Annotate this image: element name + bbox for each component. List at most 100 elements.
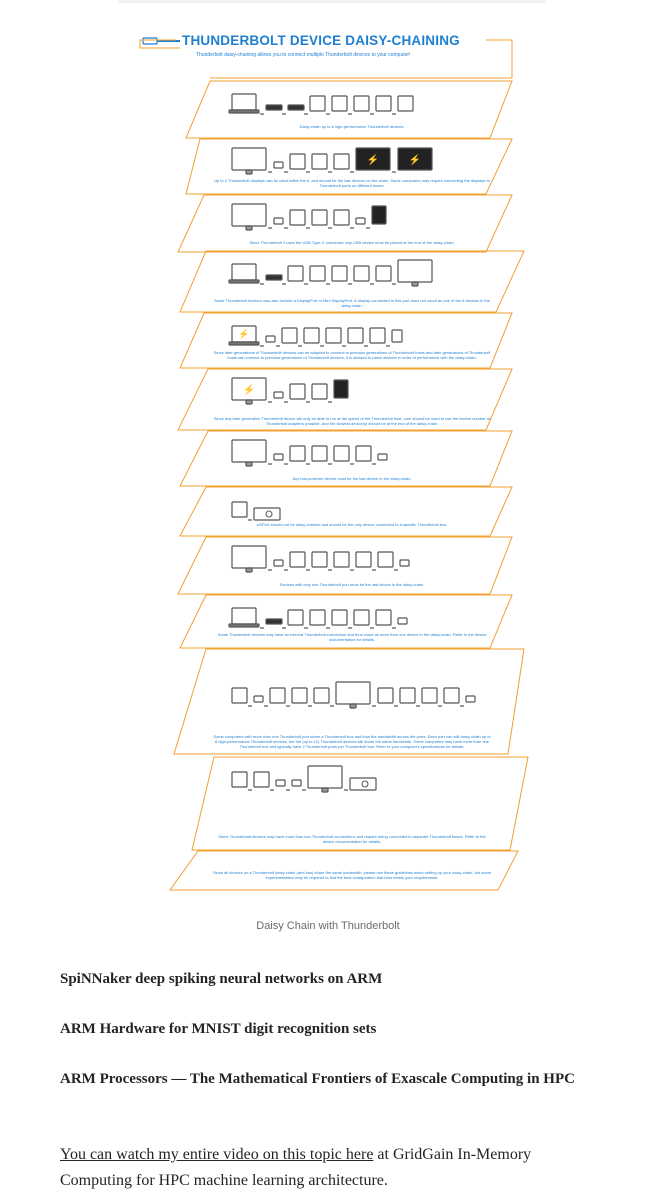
panel-caption: Since any later generation Thunderbolt d… bbox=[213, 416, 491, 426]
panel-caption: Since later generations of Thunderbolt d… bbox=[213, 350, 491, 360]
hub-device-icon bbox=[287, 104, 305, 111]
infographic-subtitle: Thunderbolt daisy-chaining allows you to… bbox=[196, 52, 411, 58]
panel-outline bbox=[179, 594, 513, 649]
panel-caption: Up to 2 Thunderbolt displays can be used… bbox=[214, 178, 490, 188]
infographic-title: THUNDERBOLT DEVICE DAISY-CHAINING bbox=[182, 33, 460, 48]
box-device-icon bbox=[289, 551, 306, 568]
box-device-icon bbox=[333, 445, 350, 462]
laptopTb-device-icon: ⚡ bbox=[228, 325, 260, 346]
panel-outline bbox=[179, 312, 513, 369]
heading-arm-hardware: ARM Hardware for MNIST digit recognition… bbox=[60, 1021, 377, 1037]
video-paragraph: You can watch my entire video on this to… bbox=[60, 1142, 600, 1194]
box-device-icon bbox=[331, 95, 348, 112]
monitor-device-icon bbox=[231, 545, 267, 573]
box-device-icon bbox=[309, 95, 326, 112]
box-device-icon bbox=[443, 687, 460, 704]
panel-4 bbox=[179, 250, 525, 313]
panel-12 bbox=[191, 756, 529, 851]
heading-spinnaker: SpiNNaker deep spiking neural networks o… bbox=[60, 971, 383, 987]
panel-caption: Some Thunderbolt devices may have an int… bbox=[217, 632, 487, 642]
box-device-icon bbox=[333, 153, 350, 170]
monitor-device-icon bbox=[231, 203, 267, 231]
small-device-icon bbox=[273, 217, 284, 225]
panel-outline bbox=[191, 756, 529, 851]
figure-caption: Daisy Chain with Thunderbolt bbox=[256, 920, 400, 932]
small-device-icon bbox=[465, 695, 476, 703]
box-device-icon bbox=[269, 687, 286, 704]
hub-device-icon bbox=[265, 274, 283, 281]
small-device-icon bbox=[273, 559, 284, 567]
panel-outline bbox=[185, 138, 513, 195]
panel-2: ⚡⚡ bbox=[185, 138, 513, 195]
panel-caption: Some Thunderbolt devices may have more t… bbox=[218, 834, 486, 844]
panel-caption: Devices with only one Thunderbolt port m… bbox=[279, 582, 425, 587]
box-device-icon bbox=[331, 265, 348, 282]
hub-device-icon bbox=[265, 618, 283, 625]
small-device-icon bbox=[291, 779, 302, 787]
box-device-icon bbox=[311, 383, 328, 400]
laptop-device-icon bbox=[228, 93, 260, 114]
small-device-icon bbox=[399, 559, 410, 567]
tb-device-icon: ⚡ bbox=[355, 147, 391, 171]
box-device-icon bbox=[303, 327, 320, 344]
article-section-4: You can watch my entire video on this to… bbox=[60, 1142, 600, 1194]
box-device-icon bbox=[311, 209, 328, 226]
box-device-icon bbox=[421, 687, 438, 704]
infographic-figure bbox=[118, 0, 546, 912]
box-device-icon bbox=[231, 501, 248, 518]
box-device-icon bbox=[313, 687, 330, 704]
box-device-icon bbox=[309, 265, 326, 282]
panel-outline bbox=[179, 430, 513, 487]
box-device-icon bbox=[309, 609, 326, 626]
box-device-icon bbox=[311, 551, 328, 568]
panel-caption: Since all devices on a Thunderbolt daisy… bbox=[212, 870, 492, 880]
box-device-icon bbox=[289, 445, 306, 462]
panel-caption: Since Thunderbolt 3 uses the USB Type-C … bbox=[249, 240, 455, 245]
box-device-icon bbox=[281, 327, 298, 344]
panel-outline bbox=[177, 536, 513, 595]
box-device-icon bbox=[289, 383, 306, 400]
box-device-icon bbox=[287, 609, 304, 626]
monitor-device-icon bbox=[335, 681, 371, 709]
hub-device-icon bbox=[265, 104, 283, 111]
box-device-icon bbox=[397, 95, 414, 112]
box-device-icon bbox=[399, 687, 416, 704]
tb-device-icon: ⚡ bbox=[397, 147, 433, 171]
svg-text:⚡: ⚡ bbox=[367, 153, 379, 166]
tablet-device-icon bbox=[333, 379, 349, 399]
box-device-icon bbox=[347, 327, 364, 344]
box-device-icon bbox=[355, 551, 372, 568]
panel-outline bbox=[179, 250, 525, 313]
box-device-icon bbox=[289, 153, 306, 170]
video-link[interactable]: You can watch my entire video on this to… bbox=[60, 1146, 374, 1163]
svg-text:⚡: ⚡ bbox=[238, 328, 249, 340]
monitor-device-icon bbox=[307, 765, 343, 793]
box-device-icon bbox=[353, 95, 370, 112]
box-device-icon bbox=[311, 153, 328, 170]
box-device-icon bbox=[325, 327, 342, 344]
monitor-device-icon bbox=[231, 147, 267, 175]
panel-caption: Some Thunderbolt devices may also includ… bbox=[214, 298, 490, 308]
panel-1 bbox=[185, 80, 513, 139]
small-device-icon bbox=[273, 161, 284, 169]
laptop-device-icon bbox=[228, 263, 260, 284]
box-device-icon bbox=[291, 687, 308, 704]
box-device-icon bbox=[369, 327, 386, 344]
box-device-icon bbox=[355, 445, 372, 462]
panel-outline bbox=[177, 194, 513, 253]
small-device-icon bbox=[275, 779, 286, 787]
box-device-icon bbox=[333, 209, 350, 226]
box-device-icon bbox=[289, 209, 306, 226]
panel-6: ⚡ bbox=[177, 368, 513, 431]
small-device-icon bbox=[273, 391, 284, 399]
panel-caption: Daisy-chain up to 6 high-performance Thu… bbox=[299, 124, 405, 129]
monitor-device-icon bbox=[231, 439, 267, 467]
article-body: SpiNNaker deep spiking neural networks o… bbox=[60, 966, 600, 992]
panel-10 bbox=[179, 594, 513, 649]
article-section-2: ARM Hardware for MNIST digit recognition… bbox=[60, 1016, 600, 1042]
panel-5: ⚡ bbox=[179, 312, 513, 369]
panel-7 bbox=[179, 430, 513, 487]
panel-11 bbox=[173, 648, 525, 755]
panel-caption: Any bus-powered device must be the last … bbox=[292, 476, 412, 481]
box-device-icon bbox=[287, 265, 304, 282]
